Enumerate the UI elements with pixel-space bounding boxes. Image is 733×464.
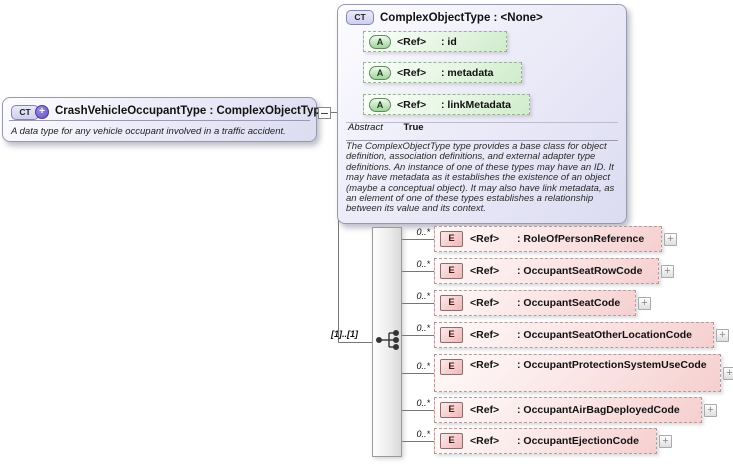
collapse-handle[interactable] xyxy=(318,107,331,119)
element-icon: E xyxy=(440,402,463,418)
attribute-ref-label: <Ref> xyxy=(397,35,427,48)
element-OccupantProtectionSystemUseCode[interactable]: E <Ref> : OccupantProtectionSystemUseCod… xyxy=(434,354,721,392)
occurs-label: 0..* xyxy=(416,429,430,439)
element-name: : OccupantSeatOtherLocationCode xyxy=(517,329,693,341)
attribute-name: : metadata xyxy=(441,66,494,79)
element-name: : OccupantProtectionSystemUseCode xyxy=(517,359,707,371)
attribute-icon: A xyxy=(369,97,391,112)
element-ref-label: <Ref> xyxy=(470,329,500,341)
element-OccupantSeatCode[interactable]: E <Ref> : OccupantSeatCode xyxy=(434,290,636,316)
sequence-multiplicity: [1]..[1] xyxy=(331,329,358,339)
expand-button[interactable]: + xyxy=(638,297,651,310)
base-type-title: ComplexObjectType : <None> xyxy=(380,11,543,24)
element-name: : OccupantAirBagDeployedCode xyxy=(517,404,680,416)
element-name: : OccupantEjectionCode xyxy=(517,435,639,447)
occurs-label: 0..* xyxy=(416,323,430,333)
abstract-label: Abstract xyxy=(348,122,383,133)
element-ref-label: <Ref> xyxy=(470,404,500,416)
element-ref-label: <Ref> xyxy=(470,265,500,277)
main-type-description: A data type for any vehicle occupant inv… xyxy=(11,126,286,137)
attribute-ref-label: <Ref> xyxy=(397,66,427,79)
plus-glyph: + xyxy=(35,105,49,119)
element-icon: E xyxy=(440,295,463,311)
element-ref-label: <Ref> xyxy=(470,233,500,245)
element-OccupantAirBagDeployedCode[interactable]: E <Ref> : OccupantAirBagDeployedCode xyxy=(434,397,702,423)
element-OccupantSeatOtherLocationCode[interactable]: E <Ref> : OccupantSeatOtherLocationCode xyxy=(434,322,714,348)
occurs-label: 0..* xyxy=(416,291,430,301)
attribute-icon: A xyxy=(369,34,391,49)
element-name: : RoleOfPersonReference xyxy=(517,233,645,245)
element-ref-label: <Ref> xyxy=(470,359,500,371)
occurs-label: 0..* xyxy=(416,361,430,371)
expand-button[interactable]: + xyxy=(723,367,733,380)
attribute-name: : id xyxy=(441,35,457,48)
element-ref-label: <Ref> xyxy=(470,435,500,447)
occurs-label: 0..* xyxy=(416,259,430,269)
expand-button[interactable]: + xyxy=(659,435,672,448)
expand-button[interactable]: + xyxy=(704,404,717,417)
element-OccupantSeatRowCode[interactable]: E <Ref> : OccupantSeatRowCode xyxy=(434,258,659,284)
element-icon: E xyxy=(440,433,463,449)
element-name: : OccupantSeatRowCode xyxy=(517,265,643,277)
element-name: : OccupantSeatCode xyxy=(517,297,621,309)
attribute-icon: A xyxy=(369,65,391,80)
occurs-label: 0..* xyxy=(416,227,430,237)
attribute-name: : linkMetadata xyxy=(441,98,512,111)
expand-button[interactable]: + xyxy=(664,233,677,246)
abstract-value: True xyxy=(403,122,424,133)
attribute-ref-label: <Ref> xyxy=(397,98,427,111)
element-RoleOfPersonReference[interactable]: E <Ref> : RoleOfPersonReference xyxy=(434,226,662,252)
element-icon: E xyxy=(440,327,463,343)
attribute-linkMetadata[interactable]: A <Ref> : linkMetadata xyxy=(363,94,530,115)
attribute-metadata[interactable]: A <Ref> : metadata xyxy=(363,62,522,83)
element-ref-label: <Ref> xyxy=(470,297,500,309)
main-type-title: CrashVehicleOccupantType : ComplexObject… xyxy=(55,105,327,117)
element-icon: E xyxy=(440,359,463,375)
expand-button[interactable]: + xyxy=(661,265,674,278)
base-type-documentation: The ComplexObjectType type provides a ba… xyxy=(346,141,615,215)
element-icon: E xyxy=(440,231,463,247)
complex-type-plus-icon: CT+ xyxy=(11,102,49,120)
element-OccupantEjectionCode[interactable]: E <Ref> : OccupantEjectionCode xyxy=(434,428,657,454)
main-type-box[interactable]: CT+ CrashVehicleOccupantType : ComplexOb… xyxy=(2,97,327,142)
expand-button[interactable]: + xyxy=(716,329,729,342)
sequence-group-bar[interactable] xyxy=(372,227,402,457)
abstract-row: Abstract True xyxy=(348,122,424,133)
complex-type-icon: CT xyxy=(346,10,374,25)
element-icon: E xyxy=(440,263,463,279)
occurs-label: 0..* xyxy=(416,398,430,408)
attribute-id[interactable]: A <Ref> : id xyxy=(363,31,507,52)
